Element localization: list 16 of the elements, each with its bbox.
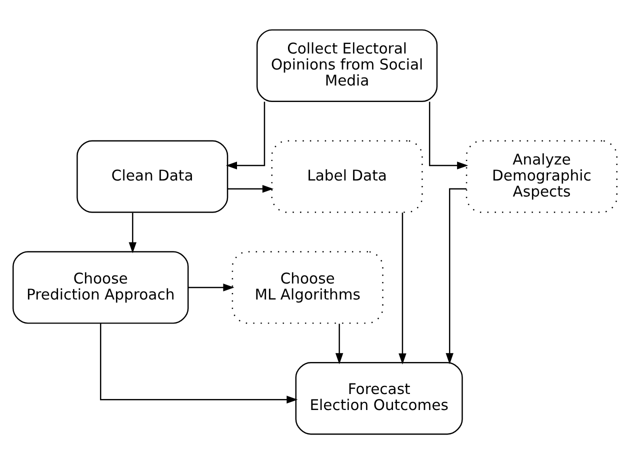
arrow [428, 101, 468, 169]
arrow [228, 184, 274, 192]
node-box: Forecast Election Outcomes [295, 362, 463, 434]
arrow [128, 212, 137, 253]
node-box: Collect Electoral Opinions from Social Media [256, 28, 438, 102]
node-box: Choose Prediction Approach [12, 250, 189, 324]
node-box: Clean Data [76, 140, 228, 212]
arrow [335, 323, 344, 364]
arrow [226, 101, 266, 169]
node-box: Analyze Demographic Aspects [466, 140, 618, 212]
arrow [446, 188, 466, 364]
arrow [398, 212, 406, 364]
node-box: Choose ML Algorithms [232, 250, 384, 324]
node-box: Label Data [271, 140, 423, 212]
arrow [100, 322, 298, 403]
arrow [188, 283, 234, 291]
